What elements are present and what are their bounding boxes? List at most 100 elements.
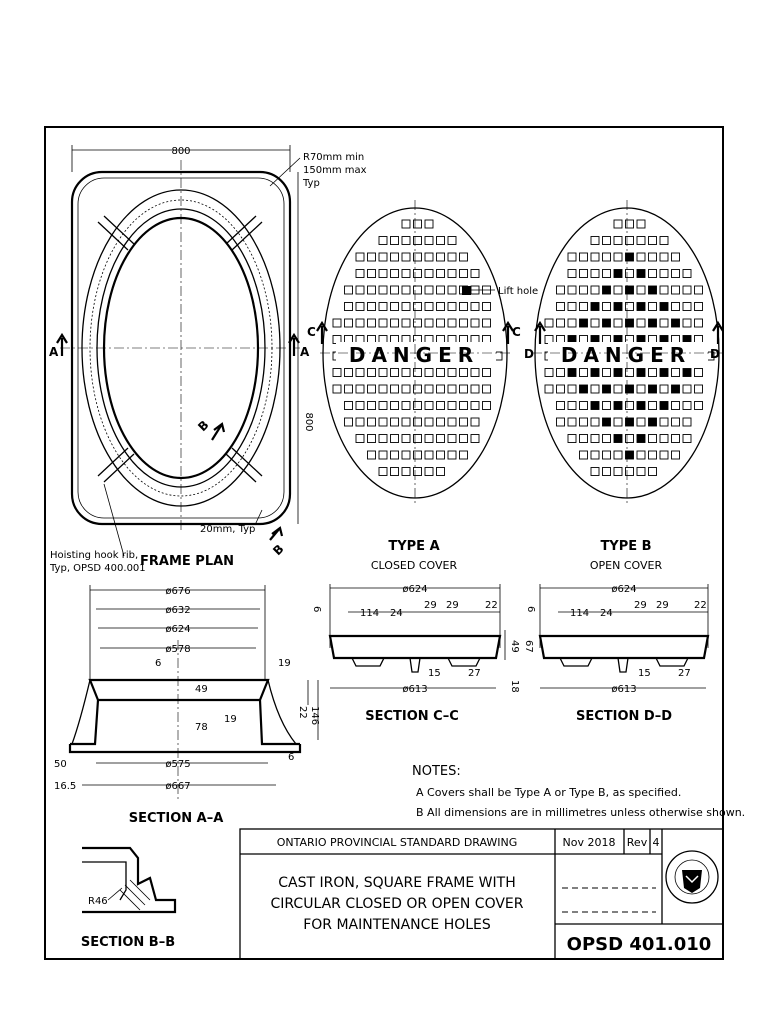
cover-hole bbox=[344, 285, 353, 295]
cover-hole bbox=[413, 318, 422, 328]
cover-hole bbox=[694, 384, 703, 394]
cover-hole bbox=[613, 285, 623, 295]
cover-hole bbox=[602, 302, 611, 311]
section-a-right: A bbox=[300, 345, 310, 359]
cover-hole bbox=[424, 434, 434, 443]
dim-624: ø624 bbox=[165, 624, 190, 635]
cover-hole bbox=[459, 434, 468, 443]
cover-hole bbox=[367, 252, 376, 262]
cover-hole bbox=[590, 450, 600, 460]
cc-dim-49: 49 bbox=[509, 640, 520, 653]
cover-hole bbox=[682, 384, 692, 394]
section-dd: ø624 114 24 29 29 22 6 67 15 27 ø613 SEC… bbox=[523, 584, 710, 724]
cover-hole bbox=[436, 302, 445, 311]
type-b-title: TYPE B bbox=[600, 539, 651, 554]
cover-hole bbox=[470, 318, 480, 328]
cover-hole bbox=[413, 285, 422, 295]
cover-hole bbox=[636, 401, 646, 410]
cover-hole bbox=[344, 302, 353, 311]
cover-hole bbox=[625, 417, 634, 427]
cover-hole bbox=[625, 302, 634, 311]
cover-hole bbox=[401, 467, 411, 476]
cover-hole bbox=[401, 285, 411, 295]
cover-hole bbox=[648, 368, 657, 377]
cover-d-profile bbox=[538, 634, 710, 660]
cover-hole bbox=[579, 252, 588, 262]
cover-hole bbox=[579, 417, 588, 427]
cover-hole bbox=[590, 302, 600, 311]
cover-hole bbox=[436, 384, 445, 394]
dim-22: 22 bbox=[297, 706, 308, 719]
type-a-title: TYPE A bbox=[388, 539, 439, 554]
cover-hole bbox=[436, 368, 445, 377]
cover-hole bbox=[671, 417, 680, 427]
dd-dim-24: 24 bbox=[600, 608, 613, 619]
radius-note-3: Typ bbox=[302, 178, 320, 189]
cover-hole bbox=[659, 384, 669, 394]
cover-hole bbox=[567, 252, 577, 262]
cover-hole bbox=[613, 434, 623, 443]
rib-note: 20mm, Typ bbox=[200, 524, 255, 535]
cover-hole bbox=[332, 368, 342, 377]
cover-hole bbox=[613, 252, 623, 262]
cover-hole bbox=[648, 450, 657, 460]
cover-hole bbox=[424, 269, 434, 278]
cover-hole bbox=[625, 269, 634, 278]
section-bb-title: SECTION B–B bbox=[81, 935, 175, 950]
cover-hole bbox=[636, 434, 646, 443]
cover-hole bbox=[556, 368, 565, 377]
cover-hole bbox=[344, 384, 353, 394]
cover-hole bbox=[436, 434, 445, 443]
cover-hole bbox=[682, 318, 692, 328]
cover-hole bbox=[367, 384, 376, 394]
cover-hole bbox=[470, 401, 480, 410]
cover-hole bbox=[378, 302, 388, 311]
dim-632: ø632 bbox=[165, 605, 190, 616]
cover-hole bbox=[344, 318, 353, 328]
cover-hole bbox=[470, 302, 480, 311]
cover-hole bbox=[447, 368, 457, 377]
cover-hole bbox=[355, 269, 365, 278]
cover-hole bbox=[567, 318, 577, 328]
cover-hole bbox=[459, 302, 468, 311]
cover-hole bbox=[355, 401, 365, 410]
cover-hole bbox=[659, 236, 669, 245]
cover-hole bbox=[401, 417, 411, 427]
cover-hole bbox=[590, 236, 600, 245]
cover-hole bbox=[436, 269, 445, 278]
cover-hole bbox=[447, 252, 457, 262]
cover-hole bbox=[390, 269, 399, 278]
cover-hole bbox=[367, 417, 376, 427]
dd-dim-29a: 29 bbox=[634, 600, 647, 611]
cover-hole bbox=[401, 368, 411, 377]
cover-hole bbox=[424, 368, 434, 377]
cover-hole bbox=[671, 252, 680, 262]
cover-hole bbox=[424, 384, 434, 394]
cover-hole bbox=[590, 417, 600, 427]
cover-hole bbox=[659, 434, 669, 443]
cover-hole bbox=[459, 318, 468, 328]
hook-note-1: Hoisting hook rib, bbox=[50, 550, 138, 561]
cover-hole bbox=[424, 318, 434, 328]
section-cc: ø624 114 24 29 29 22 6 49 15 27 18 ø613 … bbox=[311, 584, 520, 724]
cover-hole bbox=[390, 467, 399, 476]
cover-hole bbox=[659, 368, 669, 377]
cover-hole bbox=[436, 417, 445, 427]
cover-hole bbox=[367, 434, 376, 443]
cover-hole bbox=[636, 384, 646, 394]
cover-hole bbox=[390, 236, 399, 245]
frame-plan: 800 800 R70mm min 150mm max Typ 20mm, Ty… bbox=[49, 145, 367, 574]
cover-hole bbox=[544, 384, 554, 394]
hook-note-2: Typ, OPSD 400.001 bbox=[49, 563, 146, 574]
cover-hole bbox=[436, 252, 445, 262]
cover-hole bbox=[556, 285, 565, 295]
cover-hole bbox=[436, 236, 445, 245]
cover-hole bbox=[355, 368, 365, 377]
cover-hole bbox=[625, 401, 634, 410]
cover-hole bbox=[413, 467, 422, 476]
section-aa: ø676 ø632 ø624 ø578 ø575 ø667 6 19 49 78… bbox=[54, 585, 320, 826]
cover-hole bbox=[378, 384, 388, 394]
cover-hole bbox=[648, 318, 657, 328]
cover-hole bbox=[470, 384, 480, 394]
